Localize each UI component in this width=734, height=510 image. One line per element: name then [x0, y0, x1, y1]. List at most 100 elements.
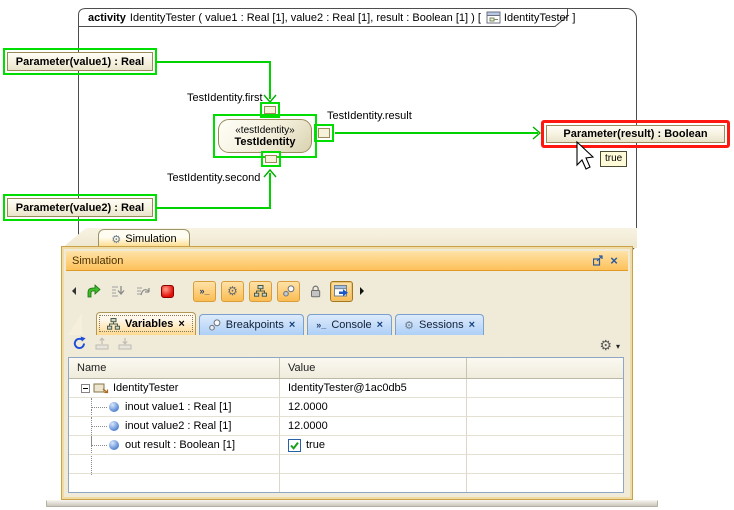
- animation-icon: [333, 285, 348, 297]
- output-pin-result[interactable]: [314, 124, 334, 142]
- doc-tab-simulation[interactable]: ⚙ Simulation: [98, 229, 190, 248]
- breakpoints-icon: [208, 318, 221, 330]
- tabrow-slant-decoration: [68, 313, 82, 335]
- table-row[interactable]: inout value2 : Real [1] 12.0000: [69, 417, 623, 436]
- tab-label: Console: [331, 319, 372, 331]
- tab-label: Breakpoints: [225, 319, 284, 331]
- tab-label: Sessions: [418, 319, 464, 331]
- action-name: TestIdentity: [234, 135, 296, 148]
- tab-breakpoints[interactable]: Breakpoints ×: [198, 314, 305, 335]
- animation-toggle-button[interactable]: [330, 280, 353, 302]
- row-name: inout value1 : Real [1]: [125, 401, 232, 413]
- close-panel-button[interactable]: ×: [606, 254, 622, 268]
- terminate-icon: [160, 284, 174, 298]
- tab-variables[interactable]: Variables ×: [96, 312, 196, 335]
- simulation-gear-icon: ⚙: [111, 232, 122, 246]
- row-value: 12.0000: [280, 398, 467, 417]
- terminate-button[interactable]: [157, 281, 177, 301]
- column-header-name[interactable]: Name: [69, 358, 280, 378]
- arrowhead-up-icon: [263, 168, 277, 178]
- activity-diagram: [78, 8, 637, 252]
- pin-label-second: TestIdentity.second: [167, 172, 261, 184]
- variable-icon: [109, 402, 119, 412]
- gear-icon: ⚙: [599, 338, 612, 354]
- activity-parameter-node-value2[interactable]: Parameter(value2) : Real: [3, 194, 157, 221]
- gear-icon: ⚙: [227, 284, 238, 298]
- row-name: out result : Boolean [1]: [125, 439, 236, 451]
- frame-signature: IdentityTester ( value1 : Real [1], valu…: [129, 11, 481, 24]
- value-tooltip: true: [600, 151, 628, 167]
- options-toggle-button[interactable]: ⚙: [221, 280, 244, 302]
- panel-title-bar[interactable]: Simulation ×: [66, 251, 628, 271]
- step-over-button[interactable]: [132, 281, 152, 301]
- frame-diagram-ref: IdentityTester ]: [503, 11, 576, 24]
- activity-parameter-node-value1[interactable]: Parameter(value1) : Real: [3, 48, 157, 75]
- float-window-button[interactable]: [590, 254, 606, 268]
- tab-sessions[interactable]: ⚙ Sessions ×: [395, 314, 485, 335]
- row-value: true: [306, 439, 325, 451]
- tab-console[interactable]: »_ Console ×: [307, 314, 393, 335]
- refresh-icon: [73, 336, 86, 349]
- restore-values-button-disabled[interactable]: [118, 337, 133, 355]
- tab-close-icon[interactable]: ×: [468, 319, 476, 331]
- diagram-frame-title: activity IdentityTester ( value1 : Real …: [88, 10, 575, 25]
- object-flow-value1-to-first[interactable]: [156, 61, 271, 99]
- store-values-button-disabled[interactable]: [95, 337, 110, 355]
- checkmark-icon: [290, 441, 299, 450]
- input-pin-second[interactable]: [261, 151, 281, 167]
- restore-icon: [118, 338, 132, 350]
- row-name: IdentityTester: [113, 382, 179, 394]
- tab-close-icon[interactable]: ×: [178, 318, 185, 330]
- instance-icon: [93, 383, 109, 394]
- panel-title: Simulation: [72, 254, 124, 267]
- resume-button[interactable]: [82, 281, 102, 301]
- column-header-value[interactable]: Value: [280, 358, 467, 378]
- toolbar-expand-icon[interactable]: [360, 287, 368, 295]
- activity-frame-title-pentagon[interactable]: [78, 8, 568, 27]
- resume-icon: [87, 284, 101, 298]
- sessions-gear-icon: ⚙: [404, 318, 414, 332]
- breakpoints-icon: [283, 284, 295, 296]
- table-row[interactable]: IdentityTester IdentityTester@1ac0db5: [69, 379, 623, 398]
- console-toggle-button[interactable]: »_: [193, 280, 216, 302]
- activity-parameter-node-result[interactable]: Parameter(result) : Boolean: [541, 120, 730, 148]
- row-value: 12.0000: [280, 417, 467, 436]
- window-bottom-edge: [46, 500, 658, 507]
- step-into-button[interactable]: [107, 281, 127, 301]
- tab-close-icon[interactable]: ×: [288, 319, 296, 331]
- breakpoints-toggle-button[interactable]: [277, 280, 300, 302]
- tree-elbow: [91, 398, 107, 408]
- step-over-icon: [136, 287, 150, 296]
- arrowhead-right-icon: [532, 126, 542, 140]
- table-row[interactable]: inout value1 : Real [1] 12.0000: [69, 398, 623, 417]
- empty-row: [69, 455, 623, 474]
- row-value: IdentityTester@1ac0db5: [280, 379, 467, 398]
- refresh-button[interactable]: [72, 336, 87, 356]
- tree-elbow: [91, 417, 107, 427]
- variables-toggle-button[interactable]: [249, 280, 272, 302]
- checkbox-checked[interactable]: [288, 438, 301, 452]
- input-pin-first[interactable]: [260, 102, 280, 118]
- pin-label-first: TestIdentity.first: [187, 92, 263, 104]
- collapse-toggle[interactable]: [81, 383, 90, 393]
- chevron-down-icon: ▾: [615, 341, 620, 351]
- column-header-extra[interactable]: [467, 358, 623, 378]
- console-icon: »_: [199, 286, 210, 296]
- pin-square: [318, 128, 330, 138]
- pin-label-result: TestIdentity.result: [327, 110, 412, 122]
- toolbar-handle-left-icon[interactable]: [68, 287, 76, 295]
- table-row[interactable]: out result : Boolean [1] true: [69, 436, 623, 455]
- parameter-result-label: Parameter(result) : Boolean: [546, 125, 725, 143]
- store-icon: [95, 337, 109, 350]
- lock-button[interactable]: [305, 281, 325, 301]
- empty-row: [69, 474, 623, 492]
- variables-toolbar: ⚙ ▾: [68, 335, 624, 357]
- variables-table: Name Value IdentityTester IdentityTe: [68, 357, 624, 493]
- table-options-button[interactable]: ⚙ ▾: [599, 339, 620, 353]
- action-body: «testIdentity» TestIdentity: [218, 119, 312, 153]
- lock-icon: [310, 285, 320, 298]
- pin-square: [265, 155, 277, 163]
- object-flow-value2-to-second[interactable]: [156, 173, 271, 209]
- tab-close-icon[interactable]: ×: [376, 319, 384, 331]
- action-stereotype: «testIdentity»: [235, 124, 295, 136]
